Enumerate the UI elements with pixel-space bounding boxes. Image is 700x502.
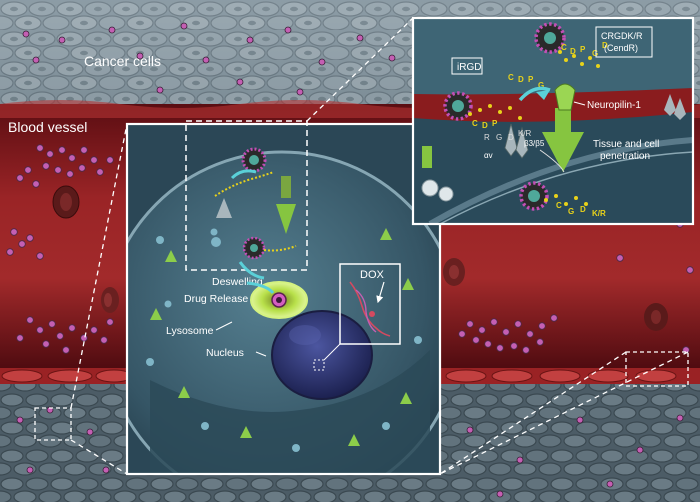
svg-text:D: D bbox=[570, 47, 576, 56]
label-dox: DOX bbox=[360, 269, 385, 281]
svg-text:K/R: K/R bbox=[592, 209, 606, 218]
cell-panel-frame bbox=[125, 122, 442, 476]
label-lysosome: Lysosome bbox=[166, 325, 214, 337]
svg-text:G: G bbox=[592, 49, 598, 58]
label-cancer-cells: Cancer cells bbox=[84, 53, 161, 69]
binding-arrow bbox=[518, 86, 551, 102]
nucleus-pointer bbox=[255, 351, 267, 357]
label-deswelling: Deswelling bbox=[212, 276, 263, 288]
svg-text:D: D bbox=[518, 75, 524, 84]
neuropilin-receptor bbox=[554, 83, 576, 111]
integrin-receptor-2 bbox=[515, 126, 529, 159]
svg-text:D: D bbox=[508, 133, 514, 142]
penetration-arrow bbox=[542, 108, 584, 172]
source-box-bottom-left bbox=[34, 407, 72, 441]
membrane-receptors bbox=[146, 228, 422, 452]
deswelling-arrow bbox=[246, 281, 275, 294]
label-crgdkr: CRGDK/R bbox=[601, 31, 643, 41]
label-irgd: iRGD bbox=[457, 62, 481, 73]
svg-text:R: R bbox=[484, 133, 490, 142]
svg-text:P: P bbox=[580, 45, 586, 54]
source-box-right bbox=[625, 351, 689, 387]
svg-text:D: D bbox=[482, 121, 488, 130]
peptide-chains bbox=[468, 50, 600, 206]
label-drug-release: Drug Release bbox=[184, 293, 248, 305]
nanoparticle-cluster-left bbox=[6, 144, 114, 354]
svg-text:G: G bbox=[496, 133, 502, 142]
svg-text:D: D bbox=[580, 205, 586, 214]
svg-text:G: G bbox=[538, 81, 544, 90]
label-integrin-b3b5: β3/β5 bbox=[524, 139, 545, 148]
label-integrin-av: αv bbox=[484, 151, 493, 160]
svg-text:D: D bbox=[602, 41, 608, 50]
svg-text:C: C bbox=[508, 73, 514, 82]
svg-text:P: P bbox=[492, 119, 498, 128]
svg-text:G: G bbox=[568, 207, 574, 216]
crgdkr-box bbox=[595, 26, 653, 58]
nucleus-body bbox=[271, 310, 373, 400]
label-tissue-penetration-2: penetration bbox=[600, 151, 650, 162]
svg-text:C: C bbox=[561, 43, 567, 52]
tissue-nanoparticles-top bbox=[22, 22, 396, 96]
svg-text:C: C bbox=[472, 119, 478, 128]
svg-text:C: C bbox=[556, 201, 562, 210]
red-blood-cells bbox=[52, 185, 668, 331]
mechanism-panel-frame bbox=[411, 16, 695, 226]
dox-box bbox=[339, 263, 401, 345]
label-neuropilin: Neuropilin-1 bbox=[587, 100, 641, 111]
inner-peptide-scene bbox=[211, 147, 297, 280]
lysosome-pointer bbox=[215, 321, 233, 331]
svg-text:K/R: K/R bbox=[518, 129, 532, 138]
dox-connector bbox=[323, 343, 341, 361]
dox-source-box bbox=[313, 359, 325, 371]
mech-nanoparticles bbox=[443, 22, 566, 211]
svg-text:P: P bbox=[528, 75, 534, 84]
label-nucleus: Nucleus bbox=[206, 347, 244, 359]
label-tissue-penetration-1: Tissue and cell bbox=[593, 139, 659, 150]
dox-strands bbox=[349, 281, 391, 337]
zoom-connectors bbox=[70, 17, 689, 475]
label-blood-vessel: Blood vessel bbox=[8, 119, 87, 135]
irgd-box bbox=[451, 57, 483, 75]
cell-panel: Deswelling Drug Release Lysosome Nucleus… bbox=[125, 120, 442, 476]
label-cendr: (CendR) bbox=[604, 43, 638, 53]
